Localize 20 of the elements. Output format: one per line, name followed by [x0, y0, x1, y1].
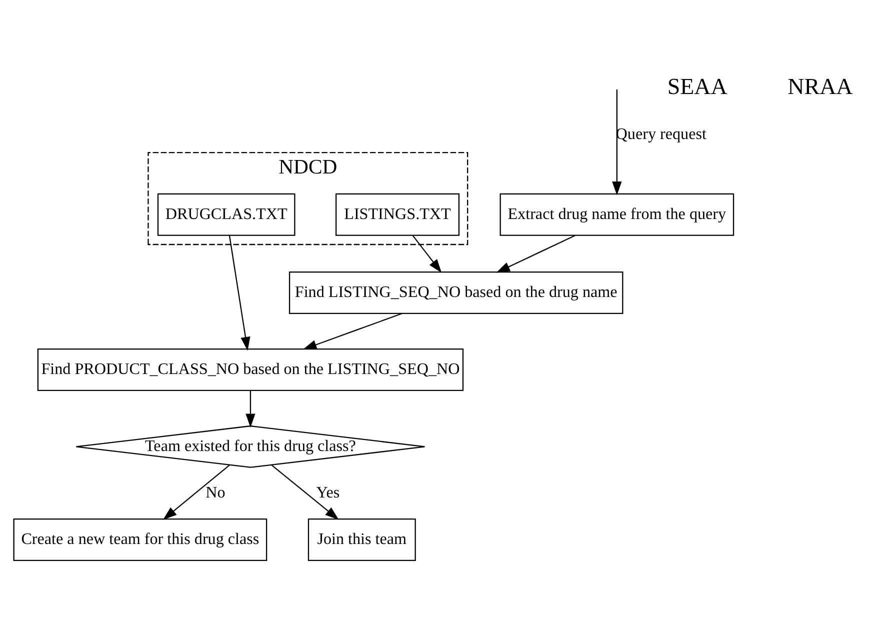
node-box: LISTINGS.TXT	[334, 193, 460, 236]
arrow	[412, 235, 442, 273]
edge-label: No	[205, 484, 225, 502]
node-box: DRUGCLAS.TXT	[156, 193, 295, 236]
arrow	[302, 312, 402, 350]
label: SEAA	[666, 74, 727, 100]
node-box: Join this team	[307, 518, 416, 561]
node-diamond: Team existed for this drug class?	[75, 425, 425, 468]
arrow	[612, 90, 622, 196]
label: NRAA	[787, 74, 852, 100]
arrow	[162, 464, 230, 520]
arrow	[270, 464, 338, 520]
node-box: Find LISTING_SEQ_NO based on the drug name	[288, 272, 623, 314]
edge-label: Yes	[316, 484, 340, 502]
node-box: Find PRODUCT_CLASS_NO based on the LISTING_SEQ_NO	[36, 348, 464, 391]
node-box: Extract drug name from the query	[499, 193, 734, 236]
arrow	[228, 235, 250, 351]
arrow	[496, 234, 575, 273]
node-box: Create a new team for this drug class	[12, 518, 267, 561]
arrow	[245, 390, 255, 428]
